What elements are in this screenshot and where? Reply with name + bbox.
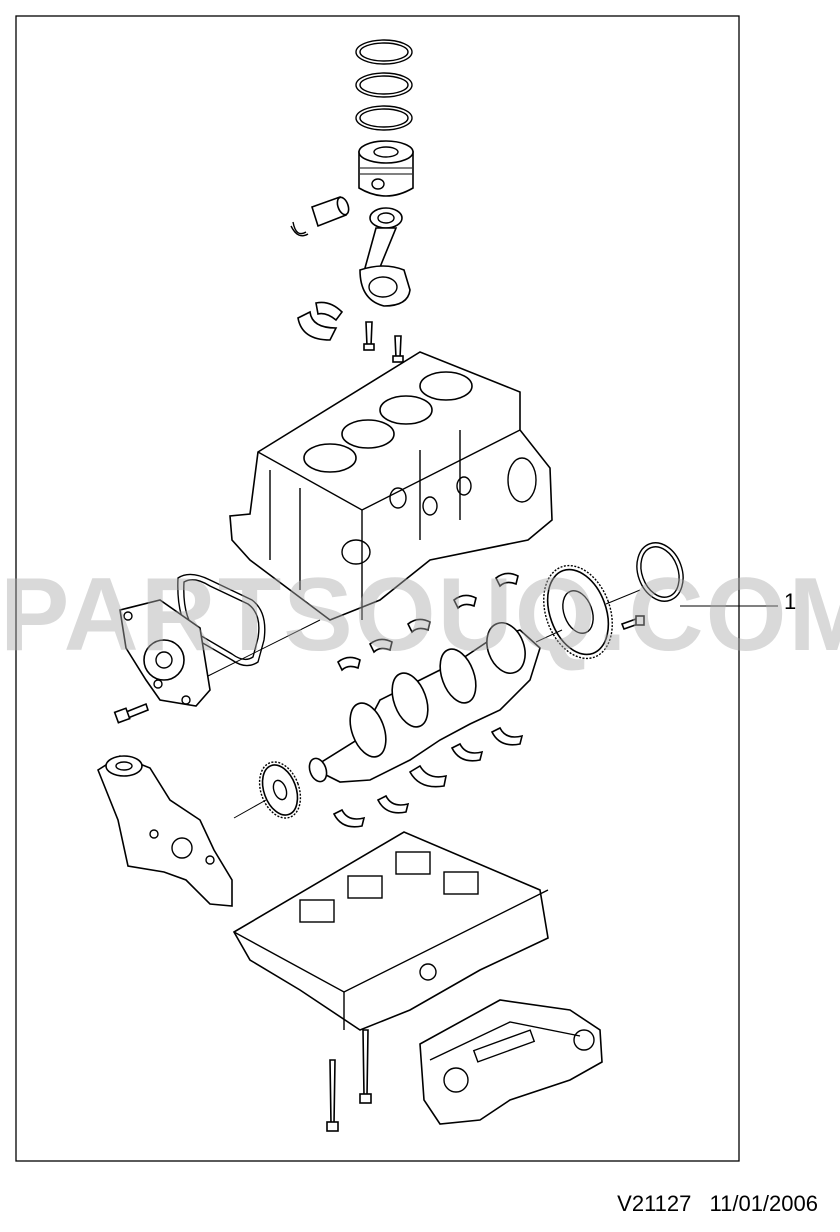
diagram-footer: V21127 11/01/2006 [617, 1191, 818, 1217]
connecting-rod[interactable] [359, 207, 411, 307]
timing-gear[interactable] [252, 756, 308, 823]
water-pump[interactable] [119, 599, 211, 707]
leader-lines [207, 589, 778, 819]
bedplate-bolts[interactable] [326, 1029, 372, 1132]
flywheel-plate[interactable] [532, 556, 625, 668]
rod-bolts[interactable] [363, 321, 404, 363]
oil-pump-housing[interactable] [97, 755, 233, 907]
snap-ring[interactable] [290, 221, 309, 237]
watermark: PARTSOUQ.COM [0, 557, 840, 673]
crankshaft-seal[interactable] [629, 536, 691, 607]
oil-pump-balancer[interactable] [419, 999, 603, 1125]
piston-pin[interactable] [311, 195, 351, 228]
main-bearing-shells-lower[interactable] [332, 726, 524, 828]
piston-rings[interactable] [355, 39, 413, 131]
diagram-code: V21127 [617, 1191, 692, 1216]
cylinder-block[interactable] [229, 351, 553, 621]
water-pump-bolt[interactable] [113, 702, 149, 724]
main-bearing-shells-upper[interactable] [336, 572, 519, 672]
crankshaft[interactable] [306, 617, 541, 784]
bedplate[interactable] [232, 831, 549, 1031]
callout-number: 1 [784, 589, 797, 614]
rod-bearing-shells[interactable] [297, 301, 344, 341]
flywheel-bolt[interactable] [620, 615, 645, 631]
diagram-frame [15, 15, 740, 1162]
piston[interactable] [358, 140, 414, 197]
diagram-date: 11/01/2006 [709, 1191, 818, 1216]
